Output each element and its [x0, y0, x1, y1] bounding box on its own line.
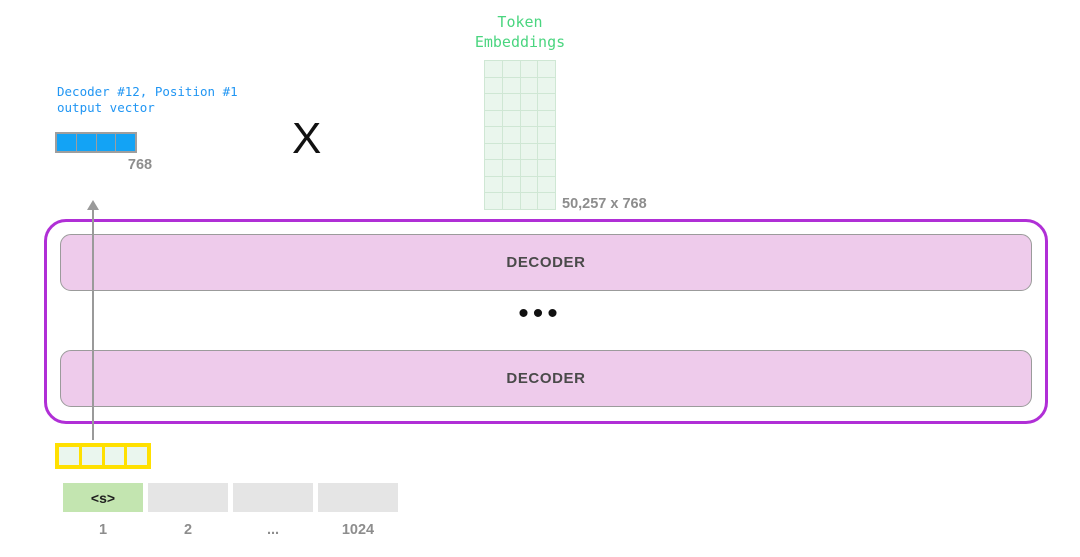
input-vector-cell: [104, 447, 125, 465]
decoder-stack-container: [44, 219, 1048, 424]
token-box-2[interactable]: [148, 483, 228, 512]
matrix-cell: [485, 77, 502, 94]
decoder-stack-ellipsis: •••: [518, 297, 562, 330]
matrix-cell: [502, 160, 520, 176]
matrix-cell: [538, 176, 555, 193]
matrix-cell: [485, 176, 502, 193]
token-box-4[interactable]: [318, 483, 398, 512]
matrix-cell: [485, 61, 502, 77]
output-vector-cell: [76, 134, 96, 151]
token-embeddings-dimension: 50,257 x 768: [562, 196, 647, 212]
matrix-cell: [485, 193, 502, 209]
position-index-2: 2: [183, 522, 193, 538]
matrix-cell: [502, 127, 520, 143]
matrix-cell: [485, 160, 502, 176]
matrix-cell: [520, 94, 538, 110]
position-index-1024: 1024: [341, 522, 375, 538]
token-box-3[interactable]: [233, 483, 313, 512]
matrix-cell: [520, 77, 538, 94]
matrix-cell: [485, 127, 502, 143]
matrix-cell: [538, 94, 555, 110]
token-embeddings-title: Token Embeddings: [474, 13, 566, 51]
token-sequence-row: <s>: [63, 483, 398, 512]
decoder-block-bottom[interactable]: DECODER: [60, 350, 1032, 407]
position-index-row: 1 2 ... 1024: [63, 522, 398, 538]
output-flow-arrow-icon: [87, 200, 99, 210]
output-vector-dimension: 768: [127, 157, 153, 173]
matrix-cell: [520, 176, 538, 193]
matrix-cell: [538, 127, 555, 143]
matrix-cell: [520, 127, 538, 143]
input-vector-cell: [127, 447, 147, 465]
input-vector-cell: [81, 447, 102, 465]
multiply-operator-icon: X: [292, 114, 322, 163]
matrix-cell: [502, 94, 520, 110]
matrix-cell: [485, 94, 502, 110]
decoder-block-top[interactable]: DECODER: [60, 234, 1032, 291]
matrix-cell: [520, 143, 538, 160]
matrix-cell: [502, 77, 520, 94]
token-embeddings-matrix: [484, 60, 556, 210]
matrix-cell: [538, 77, 555, 94]
matrix-cell: [520, 160, 538, 176]
token-box-1[interactable]: <s>: [63, 483, 143, 512]
input-vector-cell: [59, 447, 79, 465]
matrix-cell: [538, 193, 555, 209]
output-vector-cell: [116, 134, 135, 151]
output-vector-cell: [96, 134, 116, 151]
matrix-cell: [538, 110, 555, 127]
output-vector-cell: [57, 134, 76, 151]
position-index-1: 1: [98, 522, 108, 538]
input-embedding-vector: [55, 443, 151, 469]
matrix-cell: [485, 143, 502, 160]
matrix-cell: [520, 193, 538, 209]
matrix-cell: [502, 61, 520, 77]
output-vector-label: Decoder #12, Position #1 output vector: [57, 84, 238, 115]
matrix-cell: [538, 160, 555, 176]
output-flow-arrow-shaft: [92, 208, 94, 440]
position-index-ellipsis: ...: [266, 522, 280, 538]
matrix-cell: [538, 143, 555, 160]
output-vector: [55, 132, 137, 153]
matrix-cell: [520, 61, 538, 77]
matrix-cell: [502, 143, 520, 160]
matrix-cell: [520, 110, 538, 127]
matrix-cell: [502, 110, 520, 127]
matrix-cell: [538, 61, 555, 77]
matrix-cell: [485, 110, 502, 127]
matrix-cell: [502, 193, 520, 209]
matrix-cell: [502, 176, 520, 193]
